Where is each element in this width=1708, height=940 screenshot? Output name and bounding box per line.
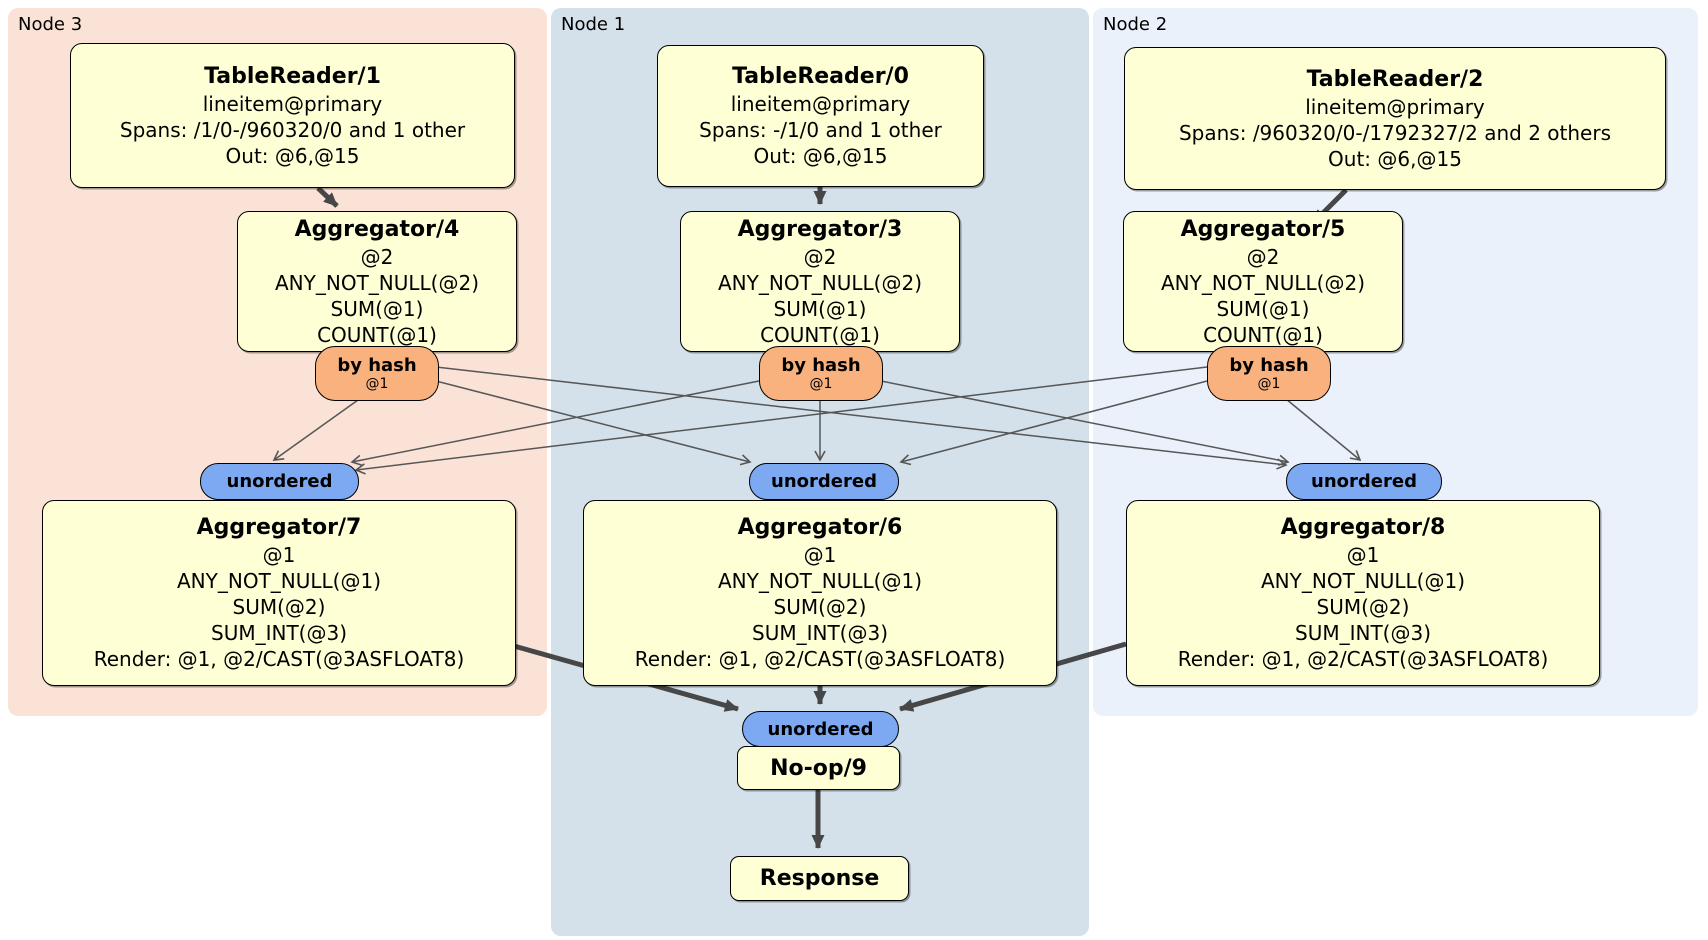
processor-detail: @1 <box>803 543 837 567</box>
processor-detail: Out: @6,@15 <box>753 144 888 168</box>
processor-detail: @2 <box>1246 244 1280 269</box>
processor-detail: SUM(@1) <box>1216 296 1310 321</box>
processor-title: No-op/9 <box>770 755 867 781</box>
processor-detail: ANY_NOT_NULL(@1) <box>1261 569 1465 593</box>
aggregator-box: Aggregator/4 @2 ANY_NOT_NULL(@2) SUM(@1)… <box>237 211 517 352</box>
processor-detail: lineitem@primary <box>202 91 383 116</box>
processor-title: Aggregator/7 <box>196 515 362 540</box>
processor-detail: ANY_NOT_NULL(@2) <box>718 270 922 295</box>
unordered-sync-pill: unordered <box>1286 463 1442 500</box>
aggregator-box: Aggregator/5 @2 ANY_NOT_NULL(@2) SUM(@1)… <box>1123 211 1403 352</box>
processor-detail: SUM_INT(@3) <box>752 621 888 645</box>
processor-detail: @2 <box>360 244 394 269</box>
processor-detail: Spans: -/1/0 and 1 other <box>699 118 942 142</box>
hash-router-pill: by hash @1 <box>759 346 883 401</box>
processor-detail: Spans: /1/0-/960320/0 and 1 other <box>119 117 466 142</box>
processor-title: Aggregator/8 <box>1280 515 1446 540</box>
processor-detail: SUM(@2) <box>773 595 867 619</box>
sync-label: unordered <box>767 718 874 740</box>
processor-detail: Render: @1, @2/CAST(@3ASFLOAT8) <box>93 647 465 671</box>
processor-detail: SUM(@1) <box>330 296 424 321</box>
router-detail: @1 <box>1257 375 1281 392</box>
processor-detail: lineitem@primary <box>1305 94 1485 119</box>
node-group-label: Node 3 <box>18 14 83 35</box>
processor-detail: lineitem@primary <box>730 92 911 116</box>
processor-detail: Out: @6,@15 <box>1328 146 1462 171</box>
processor-title: Aggregator/4 <box>294 216 460 242</box>
processor-detail: SUM(@2) <box>1316 595 1410 619</box>
processor-detail: COUNT(@1) <box>760 322 880 347</box>
processor-detail: SUM(@1) <box>773 296 867 321</box>
final-aggregator-box: Aggregator/7 @1 ANY_NOT_NULL(@1) SUM(@2)… <box>42 500 516 686</box>
processor-detail: @1 <box>262 543 296 567</box>
table-reader-box: TableReader/0 lineitem@primary Spans: -/… <box>657 45 984 187</box>
processor-detail: @2 <box>803 244 837 269</box>
table-reader-box: TableReader/2 lineitem@primary Spans: /9… <box>1124 47 1666 190</box>
processor-title: Response <box>759 866 880 891</box>
processor-detail: SUM_INT(@3) <box>211 621 347 645</box>
table-reader-box: TableReader/1 lineitem@primary Spans: /1… <box>70 43 515 188</box>
processor-detail: COUNT(@1) <box>1203 322 1323 347</box>
router-detail: @1 <box>809 375 833 392</box>
node-group-label: Node 2 <box>1103 14 1168 35</box>
unordered-sync-pill-final: unordered <box>742 711 899 747</box>
router-label: by hash <box>1229 354 1309 376</box>
processor-detail: Render: @1, @2/CAST(@3ASFLOAT8) <box>634 647 1006 671</box>
response-box: Response <box>730 856 909 901</box>
processor-detail: @1 <box>1346 543 1380 567</box>
final-aggregator-box: Aggregator/6 @1 ANY_NOT_NULL(@1) SUM(@2)… <box>583 500 1057 686</box>
processor-detail: Spans: /960320/0-/1792327/2 and 2 others <box>1178 120 1611 145</box>
sync-label: unordered <box>1311 471 1417 492</box>
router-label: by hash <box>781 354 861 376</box>
hash-router-pill: by hash @1 <box>315 346 439 401</box>
processor-title: Aggregator/6 <box>737 515 903 540</box>
processor-title: TableReader/1 <box>204 63 381 89</box>
router-label: by hash <box>337 354 417 376</box>
node-group-label: Node 1 <box>561 14 626 35</box>
processor-detail: Render: @1, @2/CAST(@3ASFLOAT8) <box>1177 647 1549 671</box>
hash-router-pill: by hash @1 <box>1207 346 1331 401</box>
aggregator-box: Aggregator/3 @2 ANY_NOT_NULL(@2) SUM(@1)… <box>680 211 960 352</box>
processor-detail: SUM_INT(@3) <box>1295 621 1431 645</box>
processor-title: Aggregator/3 <box>737 216 903 242</box>
noop-box: No-op/9 <box>737 746 900 790</box>
unordered-sync-pill: unordered <box>200 463 359 500</box>
sync-label: unordered <box>771 471 877 492</box>
processor-title: Aggregator/5 <box>1180 216 1346 242</box>
processor-title: TableReader/2 <box>1306 66 1484 92</box>
processor-detail: ANY_NOT_NULL(@1) <box>177 569 381 593</box>
processor-detail: SUM(@2) <box>232 595 326 619</box>
processor-detail: Out: @6,@15 <box>225 143 360 168</box>
final-aggregator-box: Aggregator/8 @1 ANY_NOT_NULL(@1) SUM(@2)… <box>1126 500 1600 686</box>
processor-detail: ANY_NOT_NULL(@1) <box>718 569 922 593</box>
processor-detail: COUNT(@1) <box>317 322 437 347</box>
processor-title: TableReader/0 <box>732 64 909 89</box>
processor-detail: ANY_NOT_NULL(@2) <box>1161 270 1365 295</box>
sync-label: unordered <box>226 471 333 492</box>
processor-detail: ANY_NOT_NULL(@2) <box>275 270 479 295</box>
router-detail: @1 <box>365 375 389 392</box>
unordered-sync-pill: unordered <box>749 463 899 500</box>
router-to-sync-edges <box>272 366 1362 475</box>
